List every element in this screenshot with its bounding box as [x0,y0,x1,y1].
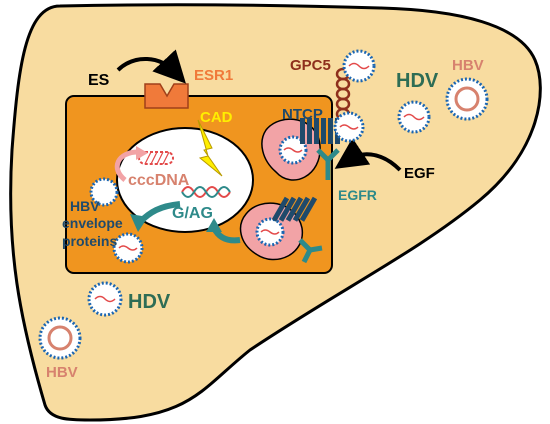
envelope-virion-1 [89,177,119,207]
label-egf: EGF [404,165,435,182]
label-hdv-top: HDV [396,70,439,92]
label-es: ES [88,72,110,89]
hdv-virion-top-right [397,100,431,134]
label-cad: CAD [200,109,233,126]
nucleus [116,127,254,233]
label-esr1: ESR1 [194,67,233,84]
label-gag: G/AG [172,205,213,222]
label-cccdna: cccDNA [128,172,190,189]
label-gpc5: GPC5 [290,57,331,74]
lower-endosome [239,196,323,264]
g-ag-rna-icon [181,186,231,198]
label-hbv-envelope-2: envelope [62,215,123,231]
label-hdv-bottom: HDV [128,291,171,313]
label-ntcp: NTCP [282,106,323,123]
hbv-virion-top-right [445,77,489,121]
hdv-virion-bottom [87,281,123,317]
pink-arrow [114,149,139,182]
label-hbv-bottom: HBV [46,364,78,381]
hbv-virion-bottom [38,316,82,360]
esr1-receptor [144,83,189,109]
label-hbv-envelope-3: proteins [62,233,117,249]
envelope-virion-2 [112,232,144,264]
cad-lightning-icon [197,119,223,177]
label-egfr: EGFR [338,187,377,203]
virion-ntcp [333,111,365,143]
label-hbv-envelope-1: HBV [70,198,100,214]
label-hbv-top: HBV [452,57,484,74]
virion-top-gpc5 [342,49,376,83]
es-arrow [116,49,186,84]
egf-arrow [334,137,402,172]
